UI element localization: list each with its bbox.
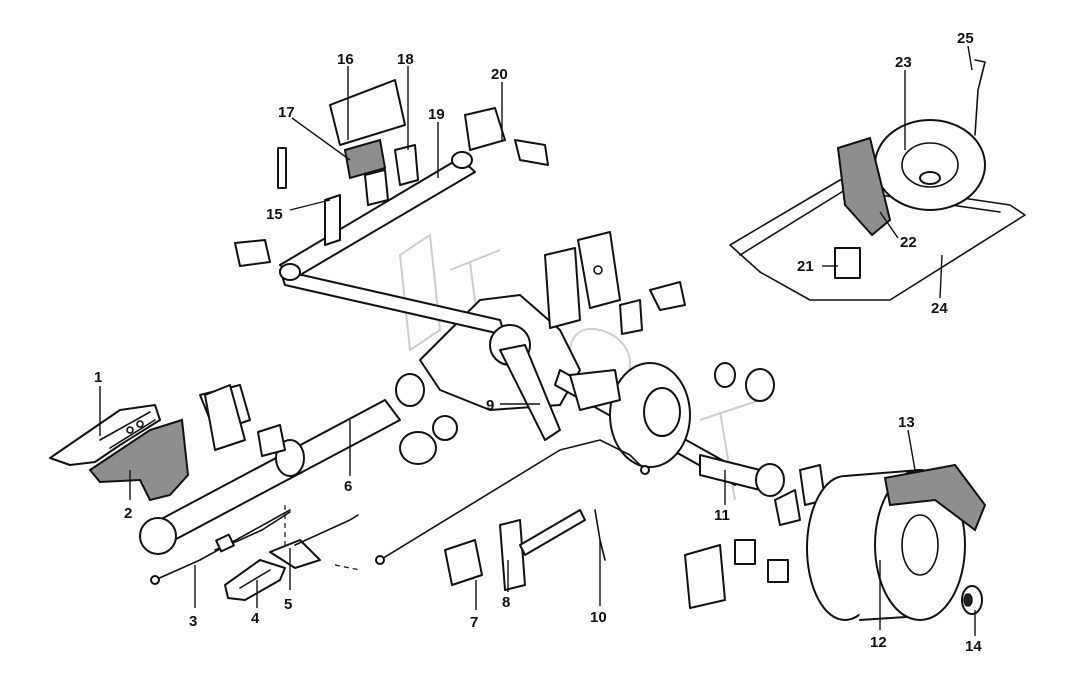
part-2-heat-shield-shaded — [88, 418, 190, 502]
callout-22: 22 — [900, 234, 917, 251]
callout-15: 15 — [266, 206, 283, 223]
callout-13: 13 — [898, 414, 915, 431]
differential-cover — [544, 231, 621, 329]
callout-labels: 1 2 3 4 5 6 7 8 9 10 11 12 13 14 15 16 1… — [94, 30, 982, 655]
callout-5: 5 — [284, 596, 292, 613]
leaf-spring-group — [234, 79, 549, 281]
callout-18: 18 — [397, 51, 414, 68]
callout-3: 3 — [189, 613, 197, 630]
brake-disc — [569, 362, 691, 468]
callout-2: 2 — [124, 505, 132, 522]
small-brackets — [204, 281, 686, 451]
part-6-propeller-shaft — [139, 373, 458, 555]
spare-wheel-group — [729, 59, 1026, 301]
callout-7: 7 — [470, 614, 478, 631]
part-14-cap — [961, 585, 983, 615]
watermark — [398, 233, 761, 501]
part-11-hub — [699, 362, 785, 497]
callout-10: 10 — [590, 609, 607, 626]
part-9-trailing-arm — [499, 344, 561, 441]
callout-4: 4 — [251, 610, 260, 627]
callout-19: 19 — [428, 106, 445, 123]
callout-1: 1 — [94, 369, 102, 386]
callout-21: 21 — [797, 258, 814, 275]
callout-9: 9 — [486, 397, 494, 414]
callout-24: 24 — [931, 300, 948, 317]
callout-20: 20 — [491, 66, 508, 83]
part-13-tire-section — [883, 463, 987, 532]
callout-25: 25 — [957, 30, 974, 47]
callout-16: 16 — [337, 51, 354, 68]
part-10-hose — [375, 439, 650, 565]
callout-23: 23 — [895, 54, 912, 71]
callout-17: 17 — [278, 104, 295, 121]
part-12-wheel — [806, 469, 966, 621]
part-1-heat-shield — [49, 404, 161, 466]
callout-11: 11 — [714, 507, 730, 524]
brake-caliper — [684, 539, 789, 609]
callout-8: 8 — [502, 594, 510, 611]
callout-leaders — [99, 45, 976, 636]
part-7-8-brackets — [444, 509, 586, 591]
callout-6: 6 — [344, 478, 352, 495]
callout-14: 14 — [965, 638, 982, 655]
part-5-lever — [269, 505, 361, 571]
part-4-bracket — [224, 559, 286, 601]
callout-12: 12 — [870, 634, 887, 651]
part-3-cable — [150, 509, 291, 585]
